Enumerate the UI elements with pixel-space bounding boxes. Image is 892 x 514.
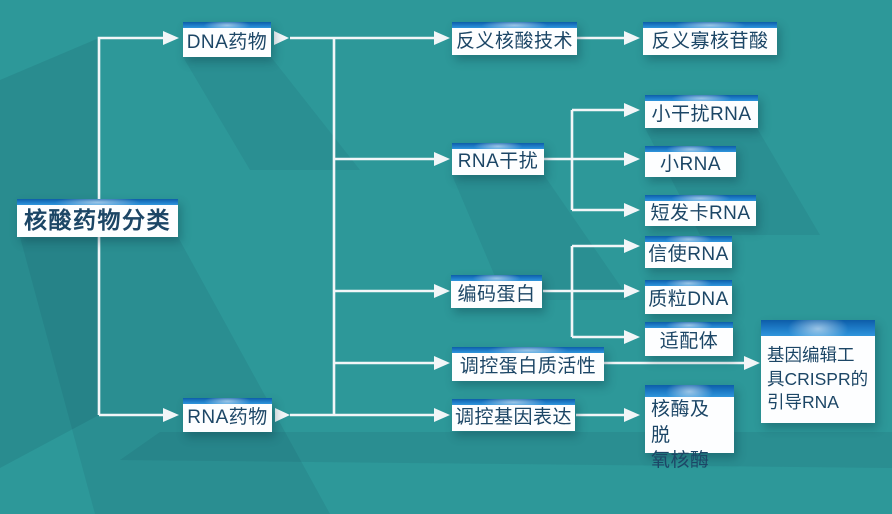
arrowhead-icon [434, 152, 450, 166]
node-label: 小RNA [659, 154, 722, 175]
node-label: 信使RNA [648, 244, 729, 266]
node-antisense-nucleic-acid-technology: 反义核酸技术 [452, 22, 577, 55]
node-label: 质粒DNA [648, 289, 729, 311]
node-label: 核酸药物分类 [24, 207, 171, 234]
node-header-bar [643, 22, 777, 28]
arrowhead-icon [434, 408, 450, 422]
node-coding-protein: 编码蛋白 [451, 275, 542, 308]
arrowhead-icon [274, 31, 289, 45]
node-label: 适配体 [659, 331, 719, 353]
arrowhead-icon [624, 284, 640, 298]
arrowhead-icon [163, 408, 179, 422]
node-header-bar [645, 95, 758, 101]
node-header-bar [452, 347, 604, 353]
node-header-bar [645, 322, 733, 328]
node-header-bar [183, 22, 271, 28]
node-header-bar [645, 146, 736, 152]
node-label: 核酶及脱 氧核酶 [651, 399, 710, 472]
node-header-bar [645, 385, 734, 397]
arrowhead-icon [275, 408, 290, 422]
node-header-bar [645, 280, 732, 286]
node-regulate-protein-activity: 调控蛋白质活性 [452, 347, 604, 381]
node-antisense-oligonucleotide: 反义寡核苷酸 [643, 22, 777, 55]
node-header-bar [183, 398, 272, 404]
node-dna-drugs: DNA药物 [183, 22, 271, 57]
node-plasmid-dna: 质粒DNA [645, 280, 732, 314]
node-header-bar [452, 143, 544, 149]
node-root-nucleic-acid-drug-classification: 核酸药物分类 [17, 199, 178, 237]
arrowhead-icon [744, 356, 760, 370]
arrowhead-icon [434, 284, 450, 298]
arrowhead-icon [163, 31, 179, 45]
node-label: 调控蛋白质活性 [459, 356, 597, 378]
node-header-bar [452, 22, 577, 28]
arrowhead-icon [624, 239, 640, 253]
node-header-bar [645, 236, 732, 242]
arrowheads [163, 31, 760, 422]
node-header-bar [645, 195, 756, 201]
arrowhead-icon [624, 103, 640, 117]
node-label: 反义寡核苷酸 [651, 30, 769, 52]
node-header-bar [17, 199, 178, 205]
arrowhead-icon [624, 152, 640, 166]
node-label: 短发卡RNA [650, 203, 751, 224]
node-rna-interference: RNA干扰 [452, 143, 544, 175]
node-messenger-rna: 信使RNA [645, 236, 732, 268]
node-label: DNA药物 [186, 31, 268, 53]
node-ribozyme-and-deoxyribozyme: 核酶及脱 氧核酶 [645, 385, 734, 471]
arrowhead-icon [624, 31, 640, 45]
node-header-bar [761, 320, 875, 336]
node-label: RNA干扰 [457, 151, 539, 173]
node-header-bar [451, 275, 542, 281]
node-small-interfering-rna: 小干扰RNA [645, 95, 758, 128]
node-label: 反义核酸技术 [455, 30, 573, 52]
node-label: 小干扰RNA [651, 103, 752, 125]
node-aptamer: 适配体 [645, 322, 733, 356]
connector-lines [97, 36, 744, 417]
node-crispr-guide-rna: 基因编辑工 具CRISPR的 引导RNA [761, 320, 875, 423]
node-regulate-gene-expression: 调控基因表达 [452, 399, 575, 431]
arrowhead-icon [434, 356, 450, 370]
node-short-hairpin-rna: 短发卡RNA [645, 195, 756, 226]
node-rna-drugs: RNA药物 [183, 398, 272, 432]
arrowhead-icon [624, 330, 640, 344]
node-label: 调控基因表达 [454, 407, 572, 429]
node-small-rna: 小RNA [645, 146, 736, 177]
arrowhead-icon [624, 203, 640, 217]
arrowhead-icon [624, 408, 640, 422]
node-header-bar [452, 399, 575, 405]
node-label: 编码蛋白 [457, 283, 536, 305]
node-label: 基因编辑工 具CRISPR的 引导RNA [767, 345, 869, 413]
node-label: RNA药物 [187, 407, 268, 429]
arrowhead-icon [434, 31, 450, 45]
